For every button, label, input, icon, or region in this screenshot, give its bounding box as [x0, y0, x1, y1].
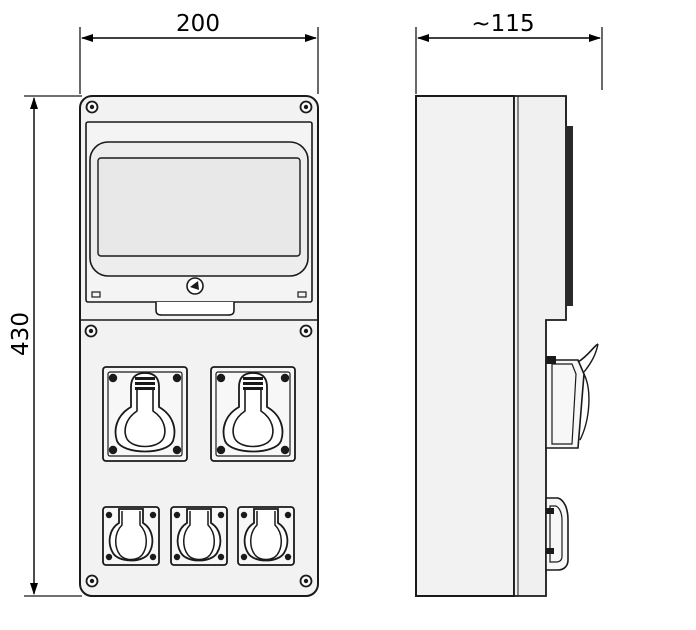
- door-latch[interactable]: [155, 302, 235, 316]
- side-large-socket: [545, 343, 599, 449]
- screw-icon: [85, 100, 99, 114]
- screw-icon: [299, 324, 313, 338]
- hinge-slot-right: [297, 291, 307, 298]
- depth-dimension: ~115: [415, 11, 603, 94]
- viewing-window: [97, 157, 301, 257]
- small-socket-3[interactable]: [237, 506, 295, 566]
- small-socket-2[interactable]: [170, 506, 228, 566]
- width-dimension: 200: [79, 11, 319, 94]
- depth-label: ~115: [471, 11, 534, 37]
- side-window-edge: [566, 126, 573, 306]
- screw-icon: [299, 100, 313, 114]
- hinge-slot-left: [91, 291, 101, 298]
- screw-icon: [84, 324, 98, 338]
- side-small-socket: [545, 497, 569, 571]
- height-dimension: 430: [8, 95, 82, 597]
- width-label: 200: [176, 11, 220, 37]
- screw-icon: [299, 574, 313, 588]
- height-label: 430: [8, 312, 34, 356]
- small-socket-1[interactable]: [102, 506, 160, 566]
- front-view: [79, 95, 319, 597]
- screw-icon: [85, 574, 99, 588]
- large-socket-right[interactable]: [210, 366, 296, 462]
- enclosure-side-body: [415, 95, 515, 597]
- large-socket-left[interactable]: [102, 366, 188, 462]
- side-view: [415, 95, 599, 597]
- lock-icon[interactable]: [186, 277, 204, 295]
